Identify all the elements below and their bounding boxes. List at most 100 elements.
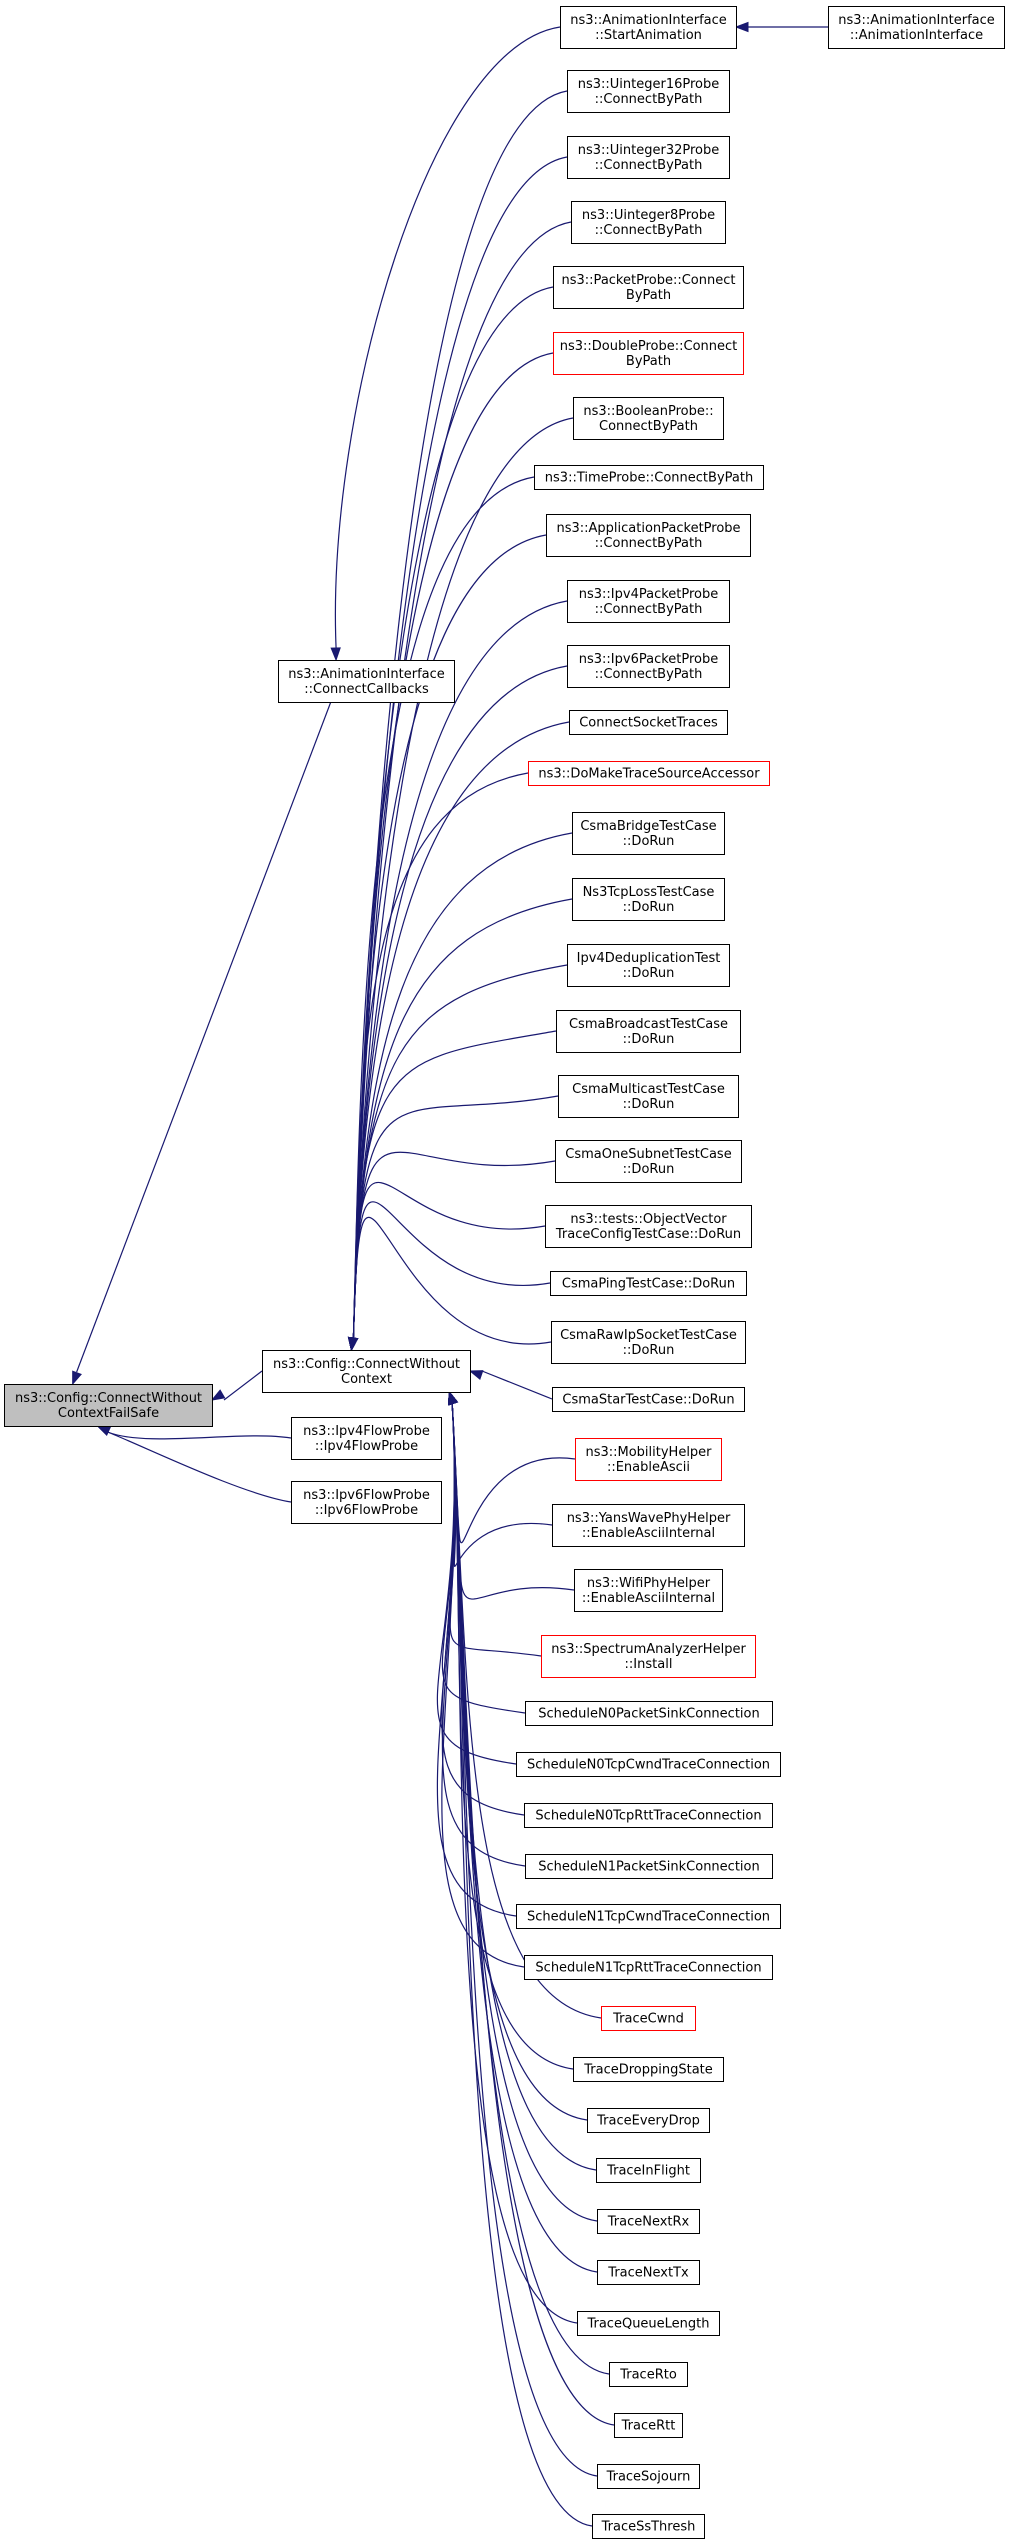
node-u32[interactable]: ns3::Uinteger32Probe::ConnectByPath	[567, 136, 730, 179]
node-s0cw[interactable]: ScheduleN0TcpCwndTraceConnection	[516, 1752, 781, 1777]
node-label: Context	[341, 1372, 392, 1387]
edge-line	[451, 1403, 593, 2527]
edge-dmtsa-to-cwc	[347, 772, 529, 1352]
node-box	[828, 6, 1005, 49]
node-cbct[interactable]: CsmaBroadcastTestCase::DoRun	[556, 1010, 741, 1053]
node-box	[597, 2260, 700, 2285]
node-label: ::DoRun	[623, 1032, 675, 1047]
edge-cost-to-cwc	[347, 1151, 556, 1352]
node-app[interactable]: ns3::ApplicationPacketProbe::ConnectByPa…	[546, 514, 751, 557]
node-label: TraceRtt	[621, 2419, 676, 2434]
node-ovt[interactable]: ns3::tests::ObjectVectorTraceConfigTestC…	[545, 1205, 752, 1248]
node-i6pp[interactable]: ns3::Ipv6PacketProbe::ConnectByPath	[567, 645, 730, 688]
edge-crst-to-cwc	[347, 1216, 552, 1352]
node-ccb[interactable]: ns3::AnimationInterface::ConnectCallback…	[278, 660, 455, 703]
node-s1cw[interactable]: ScheduleN1TcpCwndTraceConnection	[516, 1904, 781, 1929]
node-pp[interactable]: ns3::PacketProbe::ConnectByPath	[553, 266, 744, 309]
node-tntx[interactable]: TraceNextTx	[597, 2260, 700, 2285]
node-box	[528, 761, 770, 786]
edge-line	[436, 1403, 517, 1917]
node-s0psc[interactable]: ScheduleN0PacketSinkConnection	[525, 1701, 773, 1726]
node-label: ns3::Config::ConnectWithout	[273, 1357, 460, 1372]
node-label: ns3::Uinteger16Probe	[578, 77, 720, 92]
node-ipv4fp[interactable]: ns3::Ipv4FlowProbe::Ipv4FlowProbe	[291, 1417, 442, 1460]
node-box	[569, 710, 728, 735]
node-label: ns3::DoMakeTraceSourceAccessor	[538, 767, 760, 782]
node-mh[interactable]: ns3::MobilityHelper::EnableAscii	[575, 1438, 722, 1481]
node-cmct[interactable]: CsmaMulticastTestCase::DoRun	[558, 1075, 739, 1118]
node-u16[interactable]: ns3::Uinteger16Probe::ConnectByPath	[567, 70, 730, 113]
edge-app-to-cwc	[347, 534, 547, 1352]
node-label: TraceRto	[619, 2368, 677, 2383]
node-box	[541, 1635, 756, 1678]
node-box	[516, 1752, 781, 1777]
node-tql[interactable]: TraceQueueLength	[577, 2311, 720, 2336]
node-tp[interactable]: ns3::TimeProbe::ConnectByPath	[534, 465, 764, 490]
node-label: ::ConnectByPath	[595, 223, 703, 238]
edge-s1cw-to-cwc	[436, 1390, 517, 1917]
edges-layer	[72, 21, 828, 2527]
node-bp[interactable]: ns3::BooleanProbe::ConnectByPath	[573, 397, 724, 440]
node-label: ScheduleN0PacketSinkConnection	[538, 1707, 759, 1722]
node-dmtsa[interactable]: ns3::DoMakeTraceSourceAccessor	[528, 761, 770, 786]
node-dp[interactable]: ns3::DoubleProbe::ConnectByPath	[553, 332, 744, 375]
node-label: ::ConnectByPath	[595, 158, 703, 173]
edge-cmct-to-cwc	[347, 1095, 559, 1352]
node-crst[interactable]: CsmaRawIpSocketTestCase::DoRun	[551, 1321, 746, 1364]
node-ai[interactable]: ns3::AnimationInterface::AnimationInterf…	[828, 6, 1005, 49]
node-cstar[interactable]: CsmaStarTestCase::DoRun	[552, 1387, 745, 1412]
edge-cbt-to-cwc	[347, 832, 573, 1352]
node-label: ns3::Uinteger32Probe	[578, 143, 720, 158]
node-cpt[interactable]: CsmaPingTestCase::DoRun	[550, 1271, 747, 1296]
node-tnrx[interactable]: TraceNextRx	[597, 2209, 700, 2234]
node-ywph[interactable]: ns3::YansWavePhyHelper::EnableAsciiInter…	[552, 1504, 745, 1547]
node-box	[597, 2209, 700, 2234]
node-sa[interactable]: ns3::AnimationInterface::StartAnimation	[560, 6, 737, 49]
node-trtt[interactable]: TraceRtt	[614, 2413, 683, 2438]
edge-line	[107, 1431, 292, 1440]
node-u8[interactable]: ns3::Uinteger8Probe::ConnectByPath	[571, 201, 726, 244]
edge-arrowhead	[210, 1389, 226, 1401]
node-box	[571, 201, 726, 244]
node-label: CsmaStarTestCase::DoRun	[562, 1393, 734, 1408]
edge-arrowhead	[448, 1390, 459, 1406]
node-s1rtt[interactable]: ScheduleN1TcpRttTraceConnection	[524, 1955, 773, 1980]
node-label: ByPath	[626, 354, 671, 369]
edge-line	[76, 701, 332, 1373]
node-box	[575, 1438, 722, 1481]
node-label: TraceDroppingState	[583, 2063, 713, 2078]
node-cbt[interactable]: CsmaBridgeTestCase::DoRun	[572, 812, 725, 855]
node-wph[interactable]: ns3::WifiPhyHelper::EnableAsciiInternal	[574, 1569, 723, 1612]
node-sah[interactable]: ns3::SpectrumAnalyzerHelper::Install	[541, 1635, 756, 1678]
node-box	[567, 136, 730, 179]
node-tsst[interactable]: TraceSsThresh	[592, 2514, 705, 2539]
node-label: ns3::Ipv6PacketProbe	[579, 652, 719, 667]
node-box	[567, 580, 730, 623]
edge-line	[441, 1403, 525, 1968]
node-ipv6fp[interactable]: ns3::Ipv6FlowProbe::Ipv6FlowProbe	[291, 1481, 442, 1524]
node-cst[interactable]: ConnectSocketTraces	[569, 710, 728, 735]
node-box	[516, 1904, 781, 1929]
node-label: ns3::AnimationInterface	[570, 13, 727, 28]
node-label: ns3::Uinteger8Probe	[582, 208, 715, 223]
node-tsoj[interactable]: TraceSojourn	[597, 2464, 700, 2489]
node-ntl[interactable]: Ns3TcpLossTestCase::DoRun	[572, 878, 725, 921]
node-trto[interactable]: TraceRto	[609, 2362, 688, 2387]
node-cost[interactable]: CsmaOneSubnetTestCase::DoRun	[555, 1140, 742, 1183]
node-idt[interactable]: Ipv4DeduplicationTest::DoRun	[567, 944, 730, 987]
node-ted[interactable]: TraceEveryDrop	[587, 2108, 710, 2133]
edge-arrowhead	[734, 21, 749, 33]
node-box	[524, 1955, 773, 1980]
node-box	[556, 1010, 741, 1053]
node-s1psc[interactable]: ScheduleN1PacketSinkConnection	[525, 1854, 773, 1879]
edge-cpt-to-cwc	[347, 1201, 551, 1352]
node-box	[572, 878, 725, 921]
node-i4pp[interactable]: ns3::Ipv4PacketProbe::ConnectByPath	[567, 580, 730, 623]
node-tcwnd[interactable]: TraceCwnd	[601, 2006, 696, 2031]
node-tds[interactable]: TraceDroppingState	[573, 2057, 724, 2082]
node-s0rtt[interactable]: ScheduleN0TcpRttTraceConnection	[524, 1803, 773, 1828]
node-label: ::DoRun	[623, 900, 675, 915]
edge-ai-to-sa	[734, 21, 828, 33]
node-tif[interactable]: TraceInFlight	[596, 2158, 701, 2183]
